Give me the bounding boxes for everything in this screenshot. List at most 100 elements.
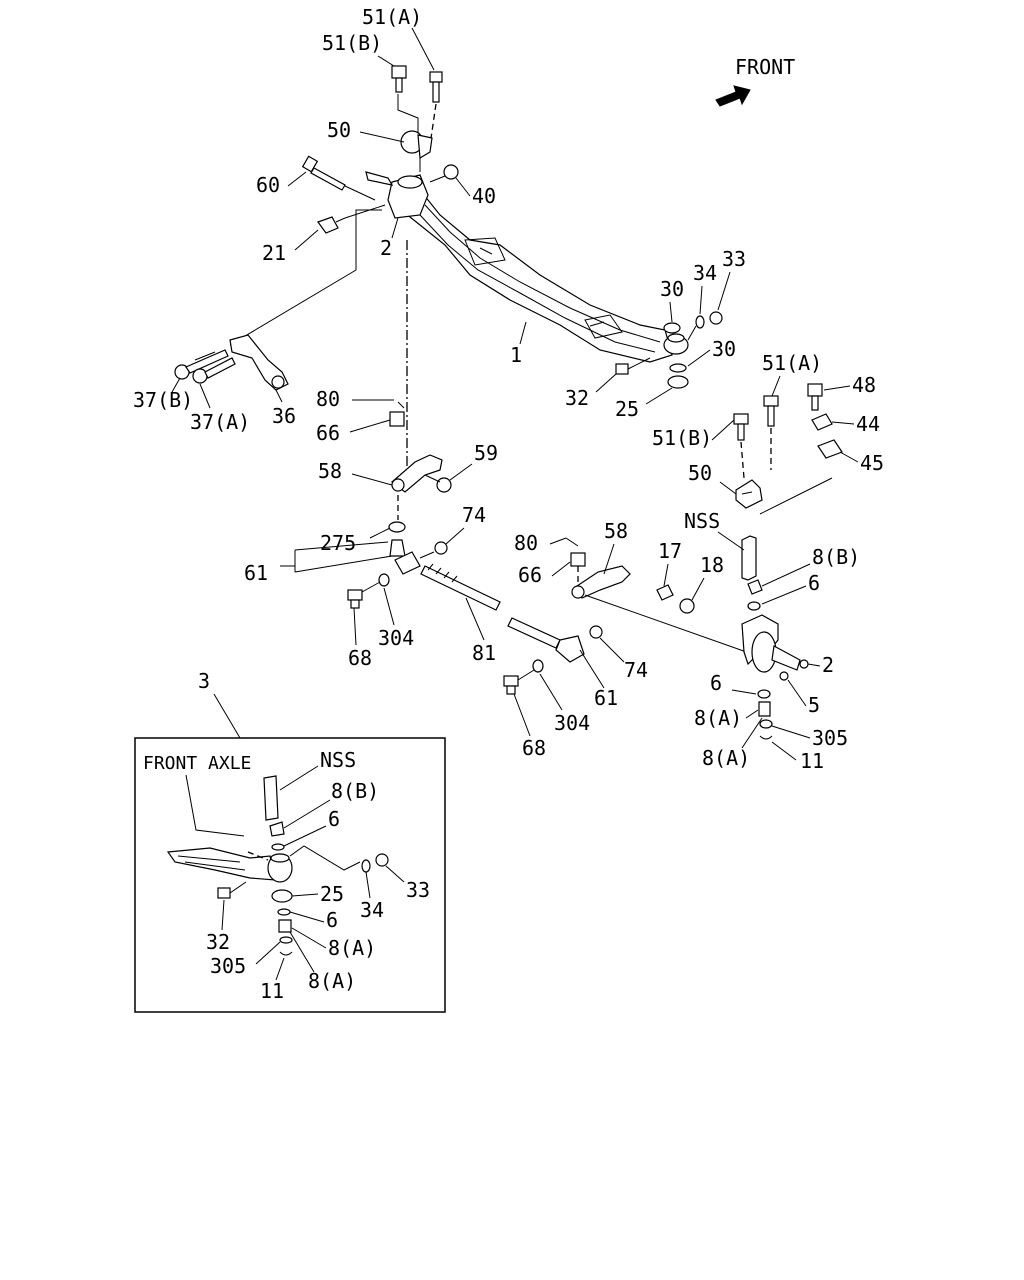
inset-label-6-lower: 6: [326, 908, 338, 932]
label-61-left: 61: [244, 561, 268, 585]
inset-label-11: 11: [260, 979, 284, 1003]
kingpin-nss: [741, 535, 757, 581]
label-8a-right-lower: 8(A): [702, 746, 750, 770]
label-61-right: 61: [594, 686, 618, 710]
tie-rod-81: [420, 563, 561, 649]
label-1: 1: [510, 343, 522, 367]
label-48: 48: [852, 373, 876, 397]
right-axle-end-hardware: [615, 311, 723, 389]
upper-left-hardware: [301, 65, 459, 234]
bolt-51a-upper: [429, 71, 443, 103]
label-59: 59: [474, 441, 498, 465]
axle-beam: [387, 174, 689, 363]
washer-304-left: [378, 573, 390, 587]
label-37b: 37(B): [133, 388, 193, 412]
part-labels: 51(A) 51(B) 50 60 40 21 2 1 30 34 33 30 …: [133, 5, 884, 773]
right-knuckle-group: [741, 535, 809, 740]
bolt-51b-right: [733, 413, 749, 441]
grease-nipple-21: [317, 216, 346, 234]
left-tie-rod-end-group: [347, 401, 452, 609]
label-5: 5: [808, 693, 820, 717]
nut-59: [436, 477, 452, 493]
inset-label-8a-upper: 8(A): [328, 936, 376, 960]
plate-45: [817, 439, 843, 459]
washer-304-right: [532, 659, 544, 673]
arm-58-left: [391, 454, 443, 493]
inset-shim-6-lower: [277, 908, 291, 916]
inset-frame: [134, 737, 446, 1013]
label-2-right: 2: [822, 653, 834, 677]
label-32-top: 32: [565, 386, 589, 410]
washer-30-upper: [663, 322, 681, 334]
nut-18: [679, 598, 695, 614]
label-305-right: 305: [812, 726, 848, 750]
shim-6-upper: [747, 601, 761, 611]
label-81: 81: [472, 641, 496, 665]
inset-bushing-8a: [278, 919, 292, 933]
ring-11: [759, 735, 773, 740]
bolt-51a-right: [763, 395, 779, 427]
bolt-37a: [192, 357, 236, 384]
shim-6-lower: [757, 689, 771, 699]
label-51a-top: 51(A): [362, 5, 422, 29]
inset-title: FRONT AXLE: [143, 753, 251, 774]
label-6-right-upper: 6: [808, 571, 820, 595]
label-51b-top: 51(B): [322, 31, 382, 55]
label-66-left: 66: [316, 421, 340, 445]
label-33-top: 33: [722, 247, 746, 271]
label-25-top: 25: [615, 397, 639, 421]
bolt-17: [656, 584, 674, 601]
washer-30-lower: [669, 363, 687, 373]
label-nss-right: NSS: [684, 509, 720, 533]
label-66-right: 66: [518, 563, 542, 587]
washer-34: [695, 315, 705, 329]
label-37a: 37(A): [190, 410, 250, 434]
front-arrow-icon: [715, 85, 751, 107]
inset-label-nss: NSS: [320, 748, 356, 772]
inset-callout-3: 3: [198, 669, 210, 693]
bolt-68-right: [503, 675, 519, 695]
bushing-8a: [758, 701, 771, 717]
right-tie-rod-end-group: [503, 537, 756, 695]
inset-label-8b: 8(B): [331, 779, 379, 803]
inset-label-32: 32: [206, 930, 230, 954]
label-60: 60: [256, 173, 280, 197]
inset-label-25: 25: [320, 882, 344, 906]
nipple-5: [779, 671, 789, 681]
inset-bushing-8b: [269, 821, 285, 837]
nut-40: [443, 164, 459, 180]
inset-bolt-32: [217, 881, 247, 899]
nut-74-right: [589, 625, 603, 639]
steering-knuckle-2: [741, 614, 809, 673]
label-21: 21: [262, 241, 286, 265]
bolt-37b: [174, 349, 229, 380]
label-6-right-lower: 6: [710, 671, 722, 695]
pitman-arm-group: [174, 209, 382, 391]
bolt-60: [301, 155, 346, 191]
bolt-32: [615, 357, 651, 375]
front-label: FRONT: [735, 55, 795, 79]
inset-label-33: 33: [406, 878, 430, 902]
label-275: 275: [320, 531, 356, 555]
label-58-right: 58: [604, 519, 628, 543]
inset-washer-34: [361, 859, 371, 873]
label-58-left: 58: [318, 459, 342, 483]
label-30-lower: 30: [712, 337, 736, 361]
label-80-left: 80: [316, 387, 340, 411]
label-45: 45: [860, 451, 884, 475]
label-80-right: 80: [514, 531, 538, 555]
stopper-50-upper: [400, 130, 433, 160]
inset-label-8a-lower: 8(A): [308, 969, 356, 993]
nut-74-left: [434, 541, 448, 555]
label-18: 18: [700, 553, 724, 577]
bolt-48: [807, 383, 823, 411]
label-50-top: 50: [327, 118, 351, 142]
label-8b-right: 8(B): [812, 545, 860, 569]
seal-305: [759, 719, 773, 729]
bushing-8b: [747, 579, 763, 595]
tie-rod-end-61-right: [555, 635, 585, 663]
tie-rod-end-61-left: [394, 551, 421, 575]
stopper-50-right: [735, 479, 763, 509]
front-direction-indicator: FRONT: [715, 55, 795, 107]
